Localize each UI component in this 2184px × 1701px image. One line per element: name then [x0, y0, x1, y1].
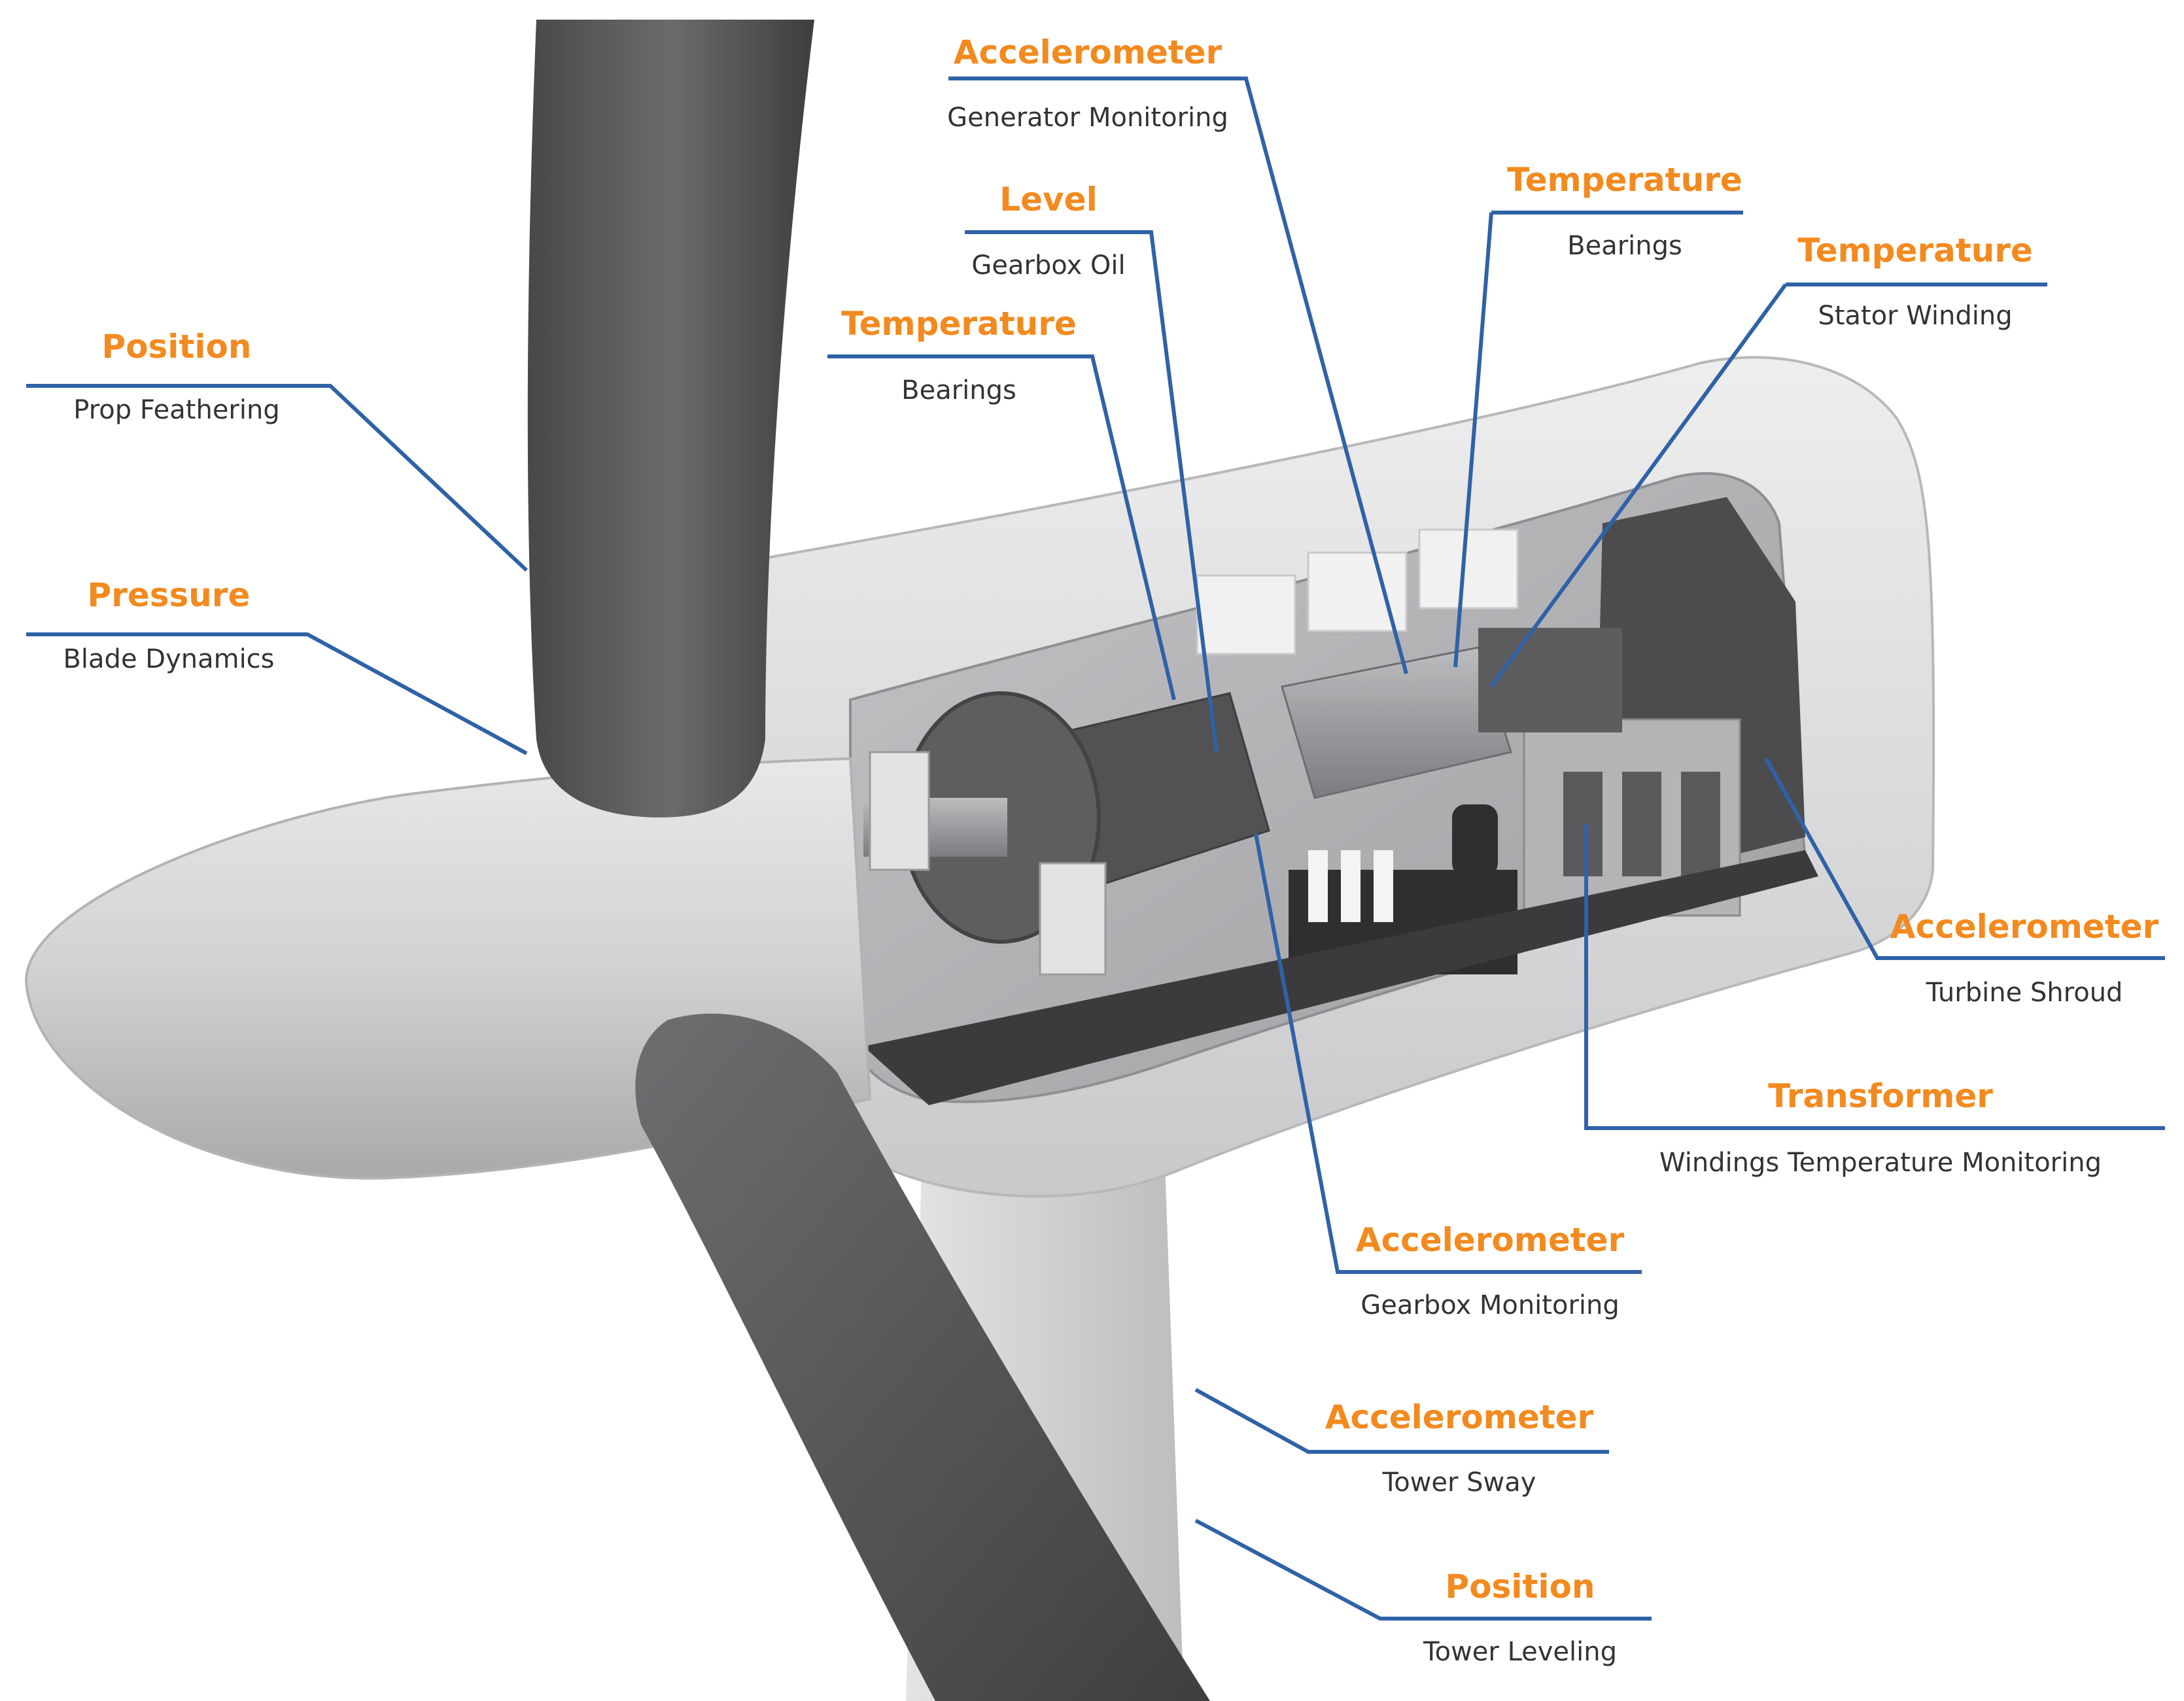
callout-subtitle-temp-stator: Stator Winding [1818, 301, 2013, 331]
callout-title-temp-stator: Temperature [1797, 232, 2033, 269]
leader-line-accel-generator [948, 77, 1408, 674]
leader-line-position-blade [26, 384, 529, 572]
callout-subtitle-position-blade: Prop Feathering [73, 395, 280, 425]
callout-title-position-blade: Position [101, 328, 252, 366]
callout-subtitle-accel-generator: Generator Monitoring [947, 103, 1228, 133]
leader-line-pressure-blade [26, 632, 528, 755]
callout-title-position-tower: Position [1445, 1568, 1595, 1606]
leader-line-transformer [1584, 824, 2165, 1130]
leader-line-level-gearbox [965, 230, 1219, 753]
upper-blade [527, 20, 814, 817]
nacelle-floor [863, 850, 1818, 1105]
leader-line-accel-tower [1194, 1388, 1609, 1454]
leader-line-temp-bearings-2 [1453, 211, 1743, 668]
callout-title-level-gearbox: Level [999, 180, 1098, 218]
leader-line-accel-gearbox [1254, 833, 1642, 1274]
callout-subtitle-pressure-blade: Blade Dynamics [63, 644, 275, 674]
callout-title-temp-bearings-2: Temperature [1507, 161, 1742, 199]
callout-subtitle-level-gearbox: Gearbox Oil [971, 250, 1126, 281]
callout-subtitle-accel-gearbox: Gearbox Monitoring [1361, 1290, 1620, 1320]
callout-title-accel-tower: Accelerometer [1325, 1398, 1594, 1436]
callout-subtitle-accel-tower: Tower Sway [1382, 1468, 1536, 1498]
leader-line-temp-bearings-1 [827, 354, 1176, 700]
leader-line-temp-stator [1489, 283, 2047, 688]
callout-title-transformer: Transformer [1768, 1077, 1993, 1115]
callout-title-temp-bearings-1: Temperature [841, 305, 1077, 343]
callout-title-accel-generator: Accelerometer [953, 33, 1222, 71]
callout-subtitle-temp-bearings-1: Bearings [901, 375, 1016, 405]
generator [1281, 646, 1512, 799]
callout-subtitle-accel-shroud: Turbine Shroud [1926, 978, 2123, 1008]
leader-line-accel-shroud [1764, 757, 2165, 960]
callout-title-accel-gearbox: Accelerometer [1355, 1221, 1625, 1259]
callout-subtitle-position-tower: Tower Leveling [1423, 1637, 1618, 1667]
lower-blade [635, 1013, 1210, 1701]
leader-lines [26, 77, 2165, 1621]
callout-title-accel-shroud: Accelerometer [1890, 908, 2159, 946]
callout-title-pressure-blade: Pressure [87, 576, 251, 614]
control-panel [1196, 574, 1296, 655]
leader-line-position-tower [1194, 1519, 1652, 1621]
callout-subtitle-temp-bearings-2: Bearings [1567, 231, 1682, 261]
callout-subtitle-transformer: Windings Temperature Monitoring [1659, 1148, 2102, 1178]
